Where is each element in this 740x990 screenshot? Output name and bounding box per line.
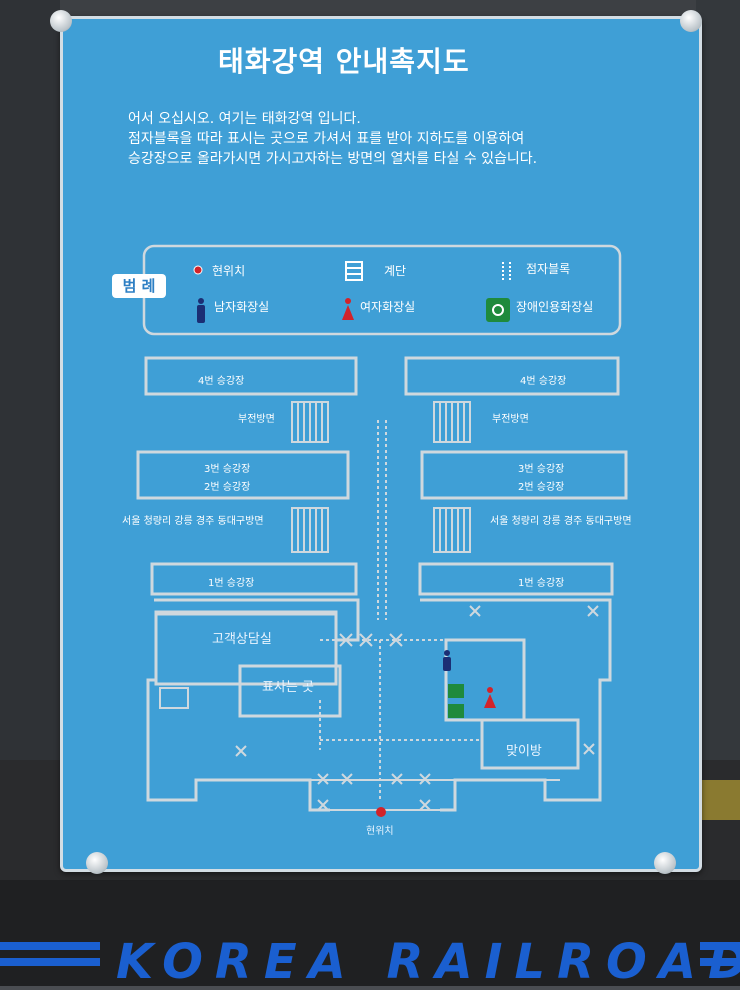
wheelchair-icon [448, 704, 464, 718]
platform-3-2-right [420, 450, 628, 500]
intro-line-1: 어서 오십시오. 여기는 태화강역 입니다. [128, 111, 361, 127]
door-icon [419, 799, 431, 811]
legend-tactile-block: 점자블록 [526, 262, 571, 276]
platform-1-left-label: 1번 승강장 [208, 578, 255, 589]
male-icon [443, 650, 451, 671]
waiting-room-box [480, 718, 580, 770]
bujeon-right-label: 부전방면 [492, 414, 529, 425]
ticket-office-label: 표사는 곳 [262, 680, 314, 695]
platform-1-right-label: 1번 승강장 [518, 578, 565, 589]
door-icon [583, 743, 595, 755]
screw-icon [680, 10, 702, 32]
platform-4-left [144, 356, 358, 396]
door-icon [235, 745, 247, 757]
intro-line-3: 승강장으로 올라가시면 가시고자하는 방면의 열차를 타실 수 있습니다. [128, 151, 538, 167]
door-icon [389, 633, 403, 647]
map-current-location-label: 현위치 [366, 826, 394, 837]
korea-railroad-footer: KOREA RAILROAD [116, 934, 740, 990]
platform-4-left-label: 4번 승강장 [198, 376, 245, 387]
stairs-icon [345, 261, 363, 281]
legend-accessible-restroom: 장애인용화장실 [516, 300, 594, 314]
door-icon [317, 799, 329, 811]
door-icon [469, 605, 481, 617]
red-dot-icon [193, 265, 203, 275]
platform-1-right [418, 562, 614, 596]
platform-2-left-label: 2번 승강장 [204, 482, 251, 493]
female-icon [342, 298, 354, 320]
door-icon [341, 773, 353, 785]
platform-1-left [150, 562, 358, 596]
red-dot-icon [376, 807, 386, 817]
concourse-right-outline [420, 598, 612, 812]
tactile-block-path [320, 639, 480, 741]
door-icon [587, 605, 599, 617]
door-icon [391, 773, 403, 785]
platform-2-right-label: 2번 승강장 [518, 482, 565, 493]
customer-service-label: 고객상담실 [212, 632, 272, 647]
intro-line-2: 점자블록을 따라 표시는 곳으로 가셔서 표를 받아 지하도를 이용하여 [128, 131, 525, 147]
platform-3-2-left [136, 450, 350, 500]
seoul-right-label: 서울 청량리 강릉 경주 동대구방면 [490, 516, 632, 527]
sign-title: 태화강역 안내촉지도 [218, 45, 470, 78]
tactile-map-sign [60, 16, 702, 872]
female-icon [484, 687, 496, 708]
wheelchair-icon [448, 684, 464, 698]
wheelchair-icon [486, 298, 510, 322]
legend-mens-restroom: 남자화장실 [214, 300, 270, 314]
door-icon [339, 633, 353, 647]
customer-service-room [154, 612, 338, 686]
screw-icon [50, 10, 72, 32]
stairs-icon [159, 687, 189, 709]
seoul-left-label: 서울 청량리 강릉 경주 동대구방면 [122, 516, 264, 527]
tactile-block-path [319, 640, 381, 800]
platform-4-right [404, 356, 620, 396]
tactile-block-icon [502, 262, 511, 282]
legend-womens-restroom: 여자화장실 [360, 300, 416, 314]
male-icon [197, 298, 205, 323]
screw-icon [654, 852, 676, 874]
bujeon-left-label: 부전방면 [238, 414, 275, 425]
door-icon [419, 773, 431, 785]
legend-current-location: 현위치 [212, 264, 246, 278]
screw-icon [86, 852, 108, 874]
waiting-room-label: 맞이방 [506, 744, 542, 759]
tactile-block-path [377, 420, 387, 620]
platform-4-right-label: 4번 승강장 [520, 376, 567, 387]
platform-3-right-label: 3번 승강장 [518, 464, 565, 475]
door-icon [359, 633, 373, 647]
legend-title: 범 례 [112, 274, 166, 298]
legend-stairs: 계단 [384, 264, 407, 278]
ticket-office [238, 664, 342, 718]
platform-3-left-label: 3번 승강장 [204, 464, 251, 475]
door-icon [317, 773, 329, 785]
